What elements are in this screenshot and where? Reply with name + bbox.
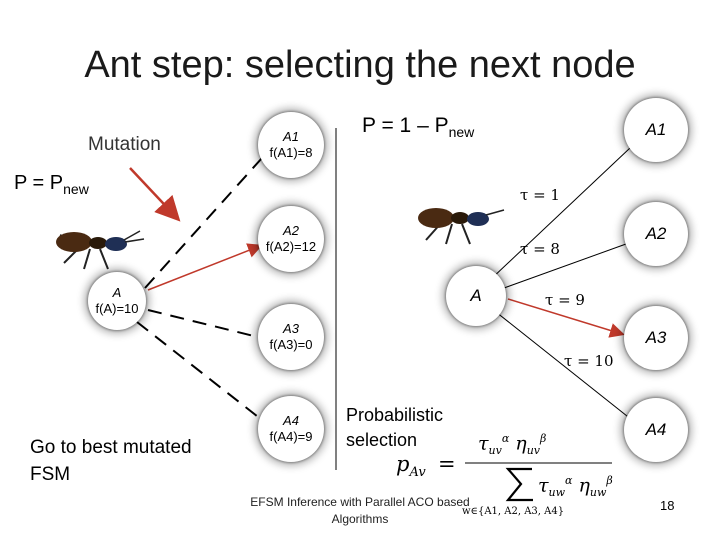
node-name: A [112, 285, 122, 300]
edge-r-a3-selected [507, 298, 625, 338]
one-minus-subscript: new [448, 124, 475, 141]
go-best-label: Go to best mutated FSM [30, 437, 192, 485]
tau-label-a3: τ = 9 [545, 291, 585, 309]
node-value: f(A4)=9 [269, 429, 313, 444]
right-node-a1: A1 [624, 98, 688, 162]
left-node-a1: A1 f(A1)=8 [258, 112, 324, 178]
ant-icon-left [56, 230, 145, 270]
node-name: A3 [645, 328, 667, 347]
node-name: A1 [283, 129, 299, 144]
node-name: A2 [645, 224, 667, 243]
node-name: A4 [283, 413, 299, 428]
p-new-subscript: new [63, 181, 89, 197]
node-name: A4 [645, 420, 667, 439]
probabilistic-label: Probabilistic selection [346, 405, 444, 450]
one-minus-label: P = 1 – Pnew [362, 114, 474, 140]
slide-title: Ant step: selecting the next node [84, 44, 636, 86]
footer-text: EFSM Inference with Parallel ACO based A… [250, 495, 470, 526]
left-node-a3: A3 f(A3)=0 [258, 304, 324, 370]
formula-denominator: τuwα ηuwβ [538, 474, 613, 500]
tau-label-a4: τ = 10 [564, 352, 614, 370]
ant-icon-right [418, 208, 505, 245]
node-name: A1 [645, 120, 667, 139]
one-minus-text: P = 1 – P [362, 114, 449, 137]
edge-r-a1 [489, 147, 631, 281]
tau-label-a2: τ = 8 [520, 240, 560, 258]
mutation-arrow [129, 167, 181, 222]
left-node-a4: A4 f(A4)=9 [258, 396, 324, 462]
node-name: A3 [283, 321, 299, 336]
tau-label-a1: τ = 1 [520, 186, 560, 204]
node-value: f(A1)=8 [269, 145, 313, 160]
node-value: f(A2)=12 [265, 239, 317, 254]
right-node-a: A [446, 266, 506, 326]
p-new-text: P = P [14, 172, 64, 194]
formula-lhs-p: p [396, 452, 410, 476]
mutation-label: Mutation [88, 134, 161, 155]
edge-r-a2 [503, 243, 627, 289]
formula-eq: = [438, 452, 456, 476]
page-number: 18 [660, 498, 675, 513]
formula-sum-range: w∈{A1, A2, A3, A4} [462, 506, 565, 517]
formula-lhs: pAv [396, 452, 426, 480]
edge-r-a4 [495, 311, 633, 421]
formula-numerator: τuvα ηuvβ [478, 432, 547, 458]
right-node-a4: A4 [624, 398, 688, 462]
node-name: A [470, 286, 482, 305]
formula-sum-sign [505, 467, 533, 502]
node-name: A2 [283, 223, 299, 238]
left-node-a: A f(A)=10 [88, 272, 146, 330]
node-value: f(A3)=0 [269, 337, 313, 352]
left-node-a2: A2 f(A2)=12 [258, 206, 324, 272]
p-new-label: P = Pnew [14, 172, 89, 197]
edge-a-a2-selected [147, 243, 263, 291]
formula-lhs-sub: Av [409, 465, 426, 481]
edge-a-a3 [147, 309, 263, 339]
node-value: f(A)=10 [95, 301, 139, 316]
edge-a-a1 [144, 157, 263, 289]
edge-a-a4 [136, 321, 263, 421]
right-node-a2: A2 [624, 202, 688, 266]
right-node-a3: A3 [624, 306, 688, 370]
